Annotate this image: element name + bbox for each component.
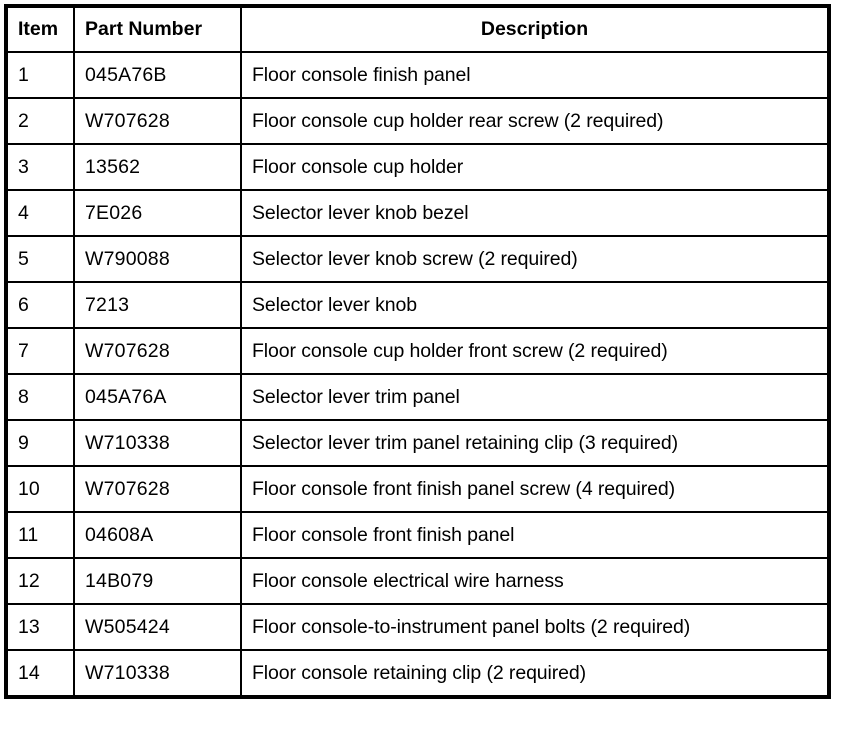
cell-item: 6: [5, 281, 75, 329]
cell-item: 2: [5, 97, 75, 145]
cell-description: Floor console cup holder rear screw (2 r…: [240, 97, 830, 145]
cell-part-number: 14B079: [73, 557, 242, 605]
table-header: Item Part Number Description: [5, 5, 830, 53]
cell-description: Floor console retaining clip (2 required…: [240, 649, 830, 698]
column-header-item: Item: [5, 5, 75, 53]
cell-part-number: 13562: [73, 143, 242, 191]
cell-part-number: W505424: [73, 603, 242, 651]
column-header-description: Description: [240, 5, 830, 53]
cell-description: Floor console finish panel: [240, 51, 830, 99]
cell-item: 11: [5, 511, 75, 559]
cell-part-number: 04608A: [73, 511, 242, 559]
cell-item: 4: [5, 189, 75, 237]
cell-item: 7: [5, 327, 75, 375]
cell-description: Floor console cup holder: [240, 143, 830, 191]
cell-description: Selector lever knob: [240, 281, 830, 329]
cell-part-number: W710338: [73, 419, 242, 467]
cell-description: Floor console front finish panel screw (…: [240, 465, 830, 513]
cell-item: 3: [5, 143, 75, 191]
cell-item: 12: [5, 557, 75, 605]
column-header-part-number: Part Number: [73, 5, 242, 53]
cell-part-number: 045A76B: [73, 51, 242, 99]
cell-item: 1: [5, 51, 75, 99]
cell-description: Floor console electrical wire harness: [240, 557, 830, 605]
cell-description: Selector lever trim panel retaining clip…: [240, 419, 830, 467]
cell-description: Selector lever knob screw (2 required): [240, 235, 830, 283]
cell-item: 10: [5, 465, 75, 513]
cell-part-number: W707628: [73, 327, 242, 375]
cell-part-number: W707628: [73, 97, 242, 145]
cell-item: 9: [5, 419, 75, 467]
cell-item: 13: [5, 603, 75, 651]
cell-part-number: 7E026: [73, 189, 242, 237]
cell-item: 5: [5, 235, 75, 283]
cell-part-number: 7213: [73, 281, 242, 329]
cell-item: 14: [5, 649, 75, 698]
cell-description: Floor console cup holder front screw (2 …: [240, 327, 830, 375]
cell-item: 8: [5, 373, 75, 421]
cell-part-number: 045A76A: [73, 373, 242, 421]
cell-part-number: W710338: [73, 649, 242, 698]
cell-part-number: W707628: [73, 465, 242, 513]
table-header-row: Item Part Number Description: [5, 5, 830, 53]
cell-description: Floor console front finish panel: [240, 511, 830, 559]
cell-description: Floor console-to-instrument panel bolts …: [240, 603, 830, 651]
cell-description: Selector lever knob bezel: [240, 189, 830, 237]
cell-description: Selector lever trim panel: [240, 373, 830, 421]
cell-part-number: W790088: [73, 235, 242, 283]
